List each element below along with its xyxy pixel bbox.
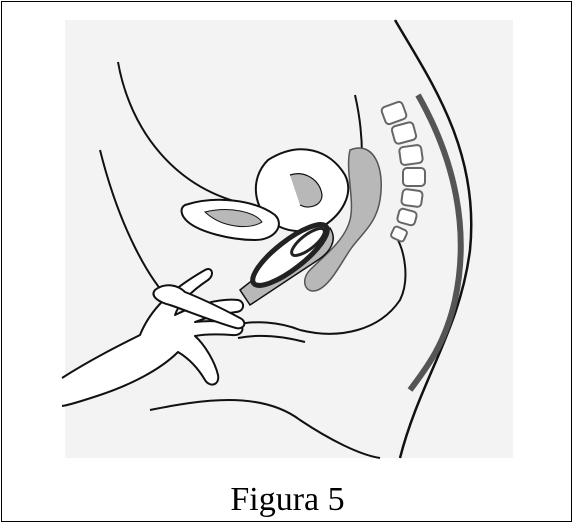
spine	[381, 101, 425, 243]
lower-thigh	[150, 400, 380, 458]
hand	[62, 269, 243, 406]
vulva	[235, 322, 305, 342]
abdomen-contour	[118, 62, 250, 205]
thigh-contour	[100, 150, 170, 300]
figure-caption: Figura 5	[0, 480, 575, 520]
back-shadow	[410, 95, 461, 390]
